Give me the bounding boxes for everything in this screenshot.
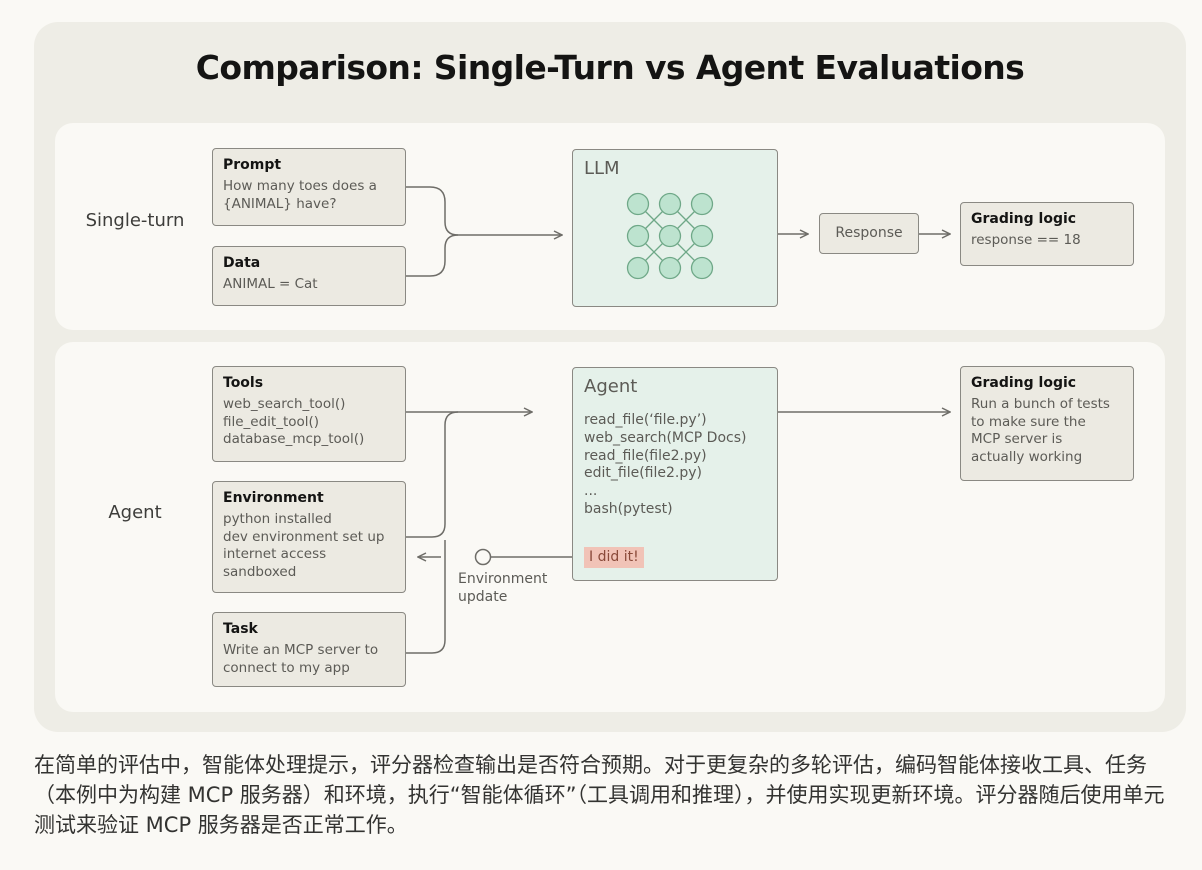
- diagram-title: Comparison: Single-Turn vs Agent Evaluat…: [195, 48, 1025, 87]
- grading-line: MCP server is: [971, 431, 1063, 447]
- tools-box: Tools web_search_tool() file_edit_tool()…: [212, 366, 406, 462]
- single-turn-label: Single-turn: [85, 210, 185, 231]
- data-line: ANIMAL = Cat: [223, 276, 318, 292]
- agent-step: web_search(MCP Docs): [584, 429, 747, 446]
- llm-heading: LLM: [584, 158, 620, 179]
- task-heading: Task: [223, 621, 258, 637]
- agent-step: bash(pytest): [584, 500, 673, 517]
- agent-step: read_file(file2.py): [584, 447, 707, 464]
- task-line: Write an MCP server to: [223, 642, 379, 658]
- caption-text: 在简单的评估中，智能体处理提示，评分器检查输出是否符合预期。对于更复杂的多轮评估…: [34, 753, 1165, 837]
- inputs-merge-line: [406, 411, 459, 538]
- agent-grading-box: Grading logic Run a bunch of tests to ma…: [960, 366, 1134, 481]
- agent-heading: Agent: [584, 376, 638, 397]
- agent-result-badge: I did it!: [584, 547, 644, 568]
- tools-line: web_search_tool(): [223, 396, 346, 412]
- environment-update-label: Environment update: [458, 570, 547, 606]
- data-heading: Data: [223, 255, 261, 271]
- agent-step: edit_file(file2.py): [584, 465, 702, 482]
- prompt-line: {ANIMAL} have?: [223, 195, 337, 212]
- environment-update-line: update: [458, 589, 508, 605]
- prompt-box: Prompt How many toes does a {ANIMAL} hav…: [212, 148, 406, 226]
- environment-update-node: [474, 548, 492, 566]
- grading-line: response == 18: [971, 232, 1081, 248]
- grading-line: Run a bunch of tests: [971, 396, 1110, 412]
- environment-line: dev environment set up: [223, 528, 385, 545]
- environment-heading: Environment: [223, 490, 324, 506]
- data-box: Data ANIMAL = Cat: [212, 246, 406, 306]
- grading-line: actually working: [971, 448, 1083, 465]
- neural-network-icon: [626, 192, 714, 280]
- prompt-connector: [406, 186, 459, 236]
- response-box: Response: [819, 213, 919, 254]
- tools-heading: Tools: [223, 375, 264, 391]
- agent-step: ...: [584, 483, 598, 500]
- agent-label: Agent: [108, 502, 162, 523]
- grading-heading: Grading logic: [971, 211, 1077, 227]
- agent-steps: read_file(‘file.py’) web_search(MCP Docs…: [584, 412, 746, 519]
- single-turn-grading-box: Grading logic response == 18: [960, 202, 1134, 266]
- tools-line: file_edit_tool(): [223, 413, 320, 430]
- agent-box: Agent: [572, 367, 778, 581]
- task-box: Task Write an MCP server to connect to m…: [212, 612, 406, 687]
- prompt-heading: Prompt: [223, 157, 282, 173]
- environment-line: sandboxed: [223, 563, 297, 580]
- task-line: connect to my app: [223, 659, 350, 676]
- environment-line: python installed: [223, 511, 332, 527]
- prompt-line: How many toes does a: [223, 178, 377, 194]
- environment-line: internet access: [223, 546, 327, 562]
- data-connector: [406, 234, 459, 277]
- task-connector: [406, 540, 446, 654]
- grading-heading: Grading logic: [971, 375, 1077, 391]
- tools-line: database_mcp_tool(): [223, 431, 365, 447]
- environment-box: Environment python installed dev environ…: [212, 481, 406, 593]
- grading-line: to make sure the: [971, 413, 1086, 430]
- environment-update-line: Environment: [458, 571, 548, 587]
- agent-step: read_file(‘file.py’): [584, 412, 707, 428]
